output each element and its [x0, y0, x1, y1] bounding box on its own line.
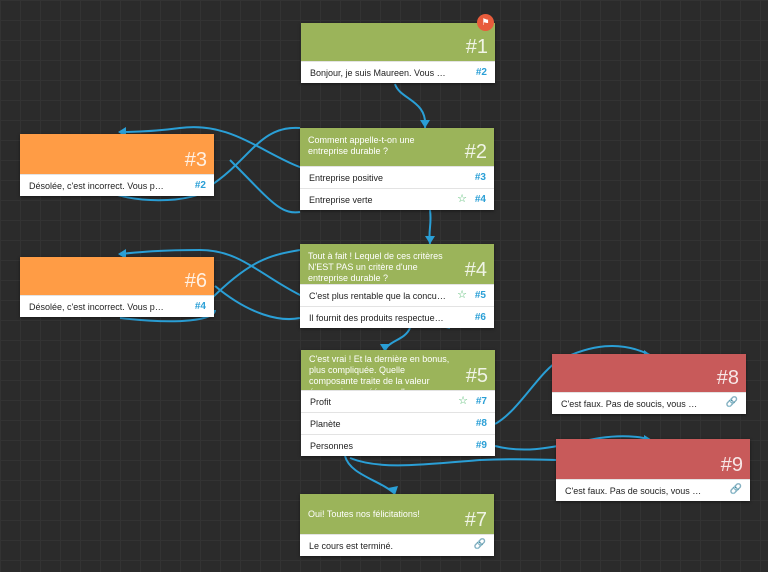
node-title: C'est vrai ! Et la dernière en bonus, pl… [309, 354, 450, 397]
wire-3-loop [229, 159, 301, 214]
node-header: #9 [556, 439, 750, 479]
answer-text: C'est plus rentable que la concurre... [309, 291, 448, 301]
answer-text: Désolée, c'est incorrect. Vous pouvez ré… [29, 181, 168, 191]
answer-text: Le cours est terminé. [309, 541, 394, 551]
target-link[interactable]: #9 [475, 440, 487, 451]
target-link[interactable]: #7 [475, 396, 487, 407]
node-number: #7 [464, 509, 487, 531]
wire-5a-to-7 [344, 455, 396, 495]
target-link[interactable]: #8 [475, 418, 487, 429]
node-number: #3 [184, 149, 207, 171]
node-number: #8 [716, 367, 739, 389]
node-3[interactable]: #3 Désolée, c'est incorrect. Vous pouvez… [20, 134, 214, 196]
node-title: Comment appelle-t-on une entreprise dura… [308, 135, 415, 156]
answer-text: Personnes [310, 441, 354, 451]
wire-2b-to-4 [428, 209, 432, 245]
node-7[interactable]: Oui! Toutes nos félicitations! #7 Le cou… [300, 494, 494, 556]
node-header: Comment appelle-t-on une entreprise dura… [300, 128, 494, 166]
answer-row[interactable]: Le cours est terminé. 🔗 [300, 534, 494, 556]
flag-icon: ⚑ [477, 14, 494, 31]
node-6[interactable]: #6 Désolée, c'est incorrect. Vous pouvez… [20, 257, 214, 317]
node-9[interactable]: #9 C'est faux. Pas de soucis, vous avez … [556, 439, 750, 501]
wire-6-loop [214, 285, 301, 320]
answer-text: Entreprise verte [309, 195, 373, 205]
answer-row[interactable]: C'est faux. Pas de soucis, vous avez une… [556, 479, 750, 501]
link-icon[interactable]: 🔗 [725, 397, 738, 408]
answer-row[interactable]: Désolée, c'est incorrect. Vous pouvez ré… [20, 174, 214, 196]
target-link[interactable]: #4 [474, 194, 486, 205]
wire-6-to-4 [209, 249, 301, 301]
answer-text: Profit [310, 397, 332, 407]
node-2[interactable]: Comment appelle-t-on une entreprise dura… [300, 128, 494, 210]
answer-text: Il fournit des produits respectueux de l… [309, 313, 448, 323]
answer-row[interactable]: Il fournit des produits respectueux de l… [300, 306, 494, 328]
arrowhead [425, 236, 435, 244]
target-link[interactable]: #3 [474, 172, 486, 183]
answer-row[interactable]: Profit ☆ #7 [301, 390, 495, 412]
answer-text: C'est faux. Pas de soucis, vous avez une… [565, 486, 704, 496]
answer-text: Entreprise positive [309, 173, 384, 183]
star-icon: ☆ [457, 193, 467, 205]
answer-row[interactable]: Entreprise verte ☆ #4 [300, 188, 494, 210]
node-number: #2 [464, 141, 487, 163]
answer-text: Planète [310, 419, 341, 429]
link-icon[interactable]: 🔗 [729, 484, 742, 495]
arrowhead [420, 120, 430, 128]
answer-row[interactable]: C'est faux. Pas de soucis, vous avez une… [552, 392, 746, 414]
target-link[interactable]: #5 [474, 290, 486, 301]
node-header: Tout à fait ! Lequel de ces critères N'E… [300, 244, 494, 284]
node-number: #1 [465, 36, 488, 58]
answer-row[interactable]: Bonjour, je suis Maureen. Vous en avez .… [301, 61, 495, 83]
node-8[interactable]: #8 C'est faux. Pas de soucis, vous avez … [552, 354, 746, 414]
target-link[interactable]: #2 [475, 67, 487, 78]
node-title: Tout à fait ! Lequel de ces critères N'E… [308, 251, 443, 283]
target-link[interactable]: #6 [474, 312, 486, 323]
wire-5c-loop [349, 457, 561, 467]
answer-row[interactable]: Désolée, c'est incorrect. Vous pouvez ré… [20, 295, 214, 317]
node-header: C'est vrai ! Et la dernière en bonus, pl… [301, 350, 495, 397]
answer-row[interactable]: C'est plus rentable que la concurre... ☆… [300, 284, 494, 306]
node-title: Oui! Toutes nos félicitations! [308, 509, 420, 519]
answer-text: Désolée, c'est incorrect. Vous pouvez ré… [29, 302, 168, 312]
answer-row[interactable]: Personnes #9 [301, 434, 495, 456]
link-icon[interactable]: 🔗 [473, 539, 486, 550]
answer-row[interactable]: Planète #8 [301, 412, 495, 434]
node-number: #9 [720, 454, 743, 476]
target-link[interactable]: #2 [194, 180, 206, 191]
node-number: #6 [184, 270, 207, 292]
wire-1-to-2 [394, 83, 427, 129]
star-icon: ☆ [458, 395, 468, 407]
wire-4-to-5 [384, 327, 411, 351]
star-icon: ☆ [457, 289, 467, 301]
target-link[interactable]: #4 [194, 301, 206, 312]
node-header: #1 [301, 23, 495, 61]
node-header: Oui! Toutes nos félicitations! #7 [300, 494, 494, 534]
node-number: #4 [464, 259, 487, 281]
node-number: #5 [465, 365, 488, 387]
node-5[interactable]: C'est vrai ! Et la dernière en bonus, pl… [301, 350, 495, 456]
node-1[interactable]: #1 Bonjour, je suis Maureen. Vous en ave… [301, 14, 495, 83]
node-4[interactable]: Tout à fait ! Lequel de ces critères N'E… [300, 244, 494, 328]
node-header: #3 [20, 134, 214, 174]
answer-row[interactable]: Entreprise positive #3 [300, 166, 494, 188]
answer-text: C'est faux. Pas de soucis, vous avez une… [561, 399, 700, 409]
node-header: #6 [20, 257, 214, 295]
node-header: #8 [552, 354, 746, 392]
answer-text: Bonjour, je suis Maureen. Vous en avez .… [310, 68, 449, 78]
